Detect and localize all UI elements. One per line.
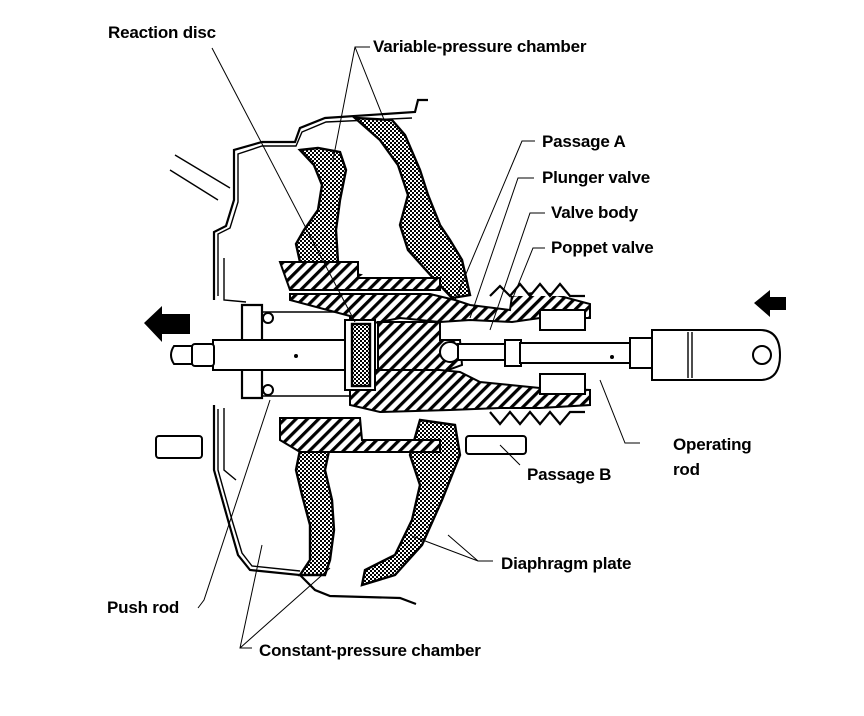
mount-stud-left xyxy=(155,435,203,459)
label-variable-pressure-chamber: Variable-pressure chamber xyxy=(373,37,587,56)
diaphragms xyxy=(294,116,472,587)
label-passage-b: Passage B xyxy=(527,465,611,484)
label-operating-rod-line2: rod xyxy=(673,460,700,479)
label-reaction-disc: Reaction disc xyxy=(108,23,216,42)
output-force-arrow-icon xyxy=(144,306,190,342)
label-valve-body: Valve body xyxy=(551,203,639,222)
plunger-valve xyxy=(439,309,586,395)
reaction-disc xyxy=(344,319,376,391)
label-operating-rod-line1: Operating xyxy=(673,435,752,454)
label-poppet-valve: Poppet valve xyxy=(551,238,653,257)
booster-housing xyxy=(155,98,527,606)
label-constant-pressure-chamber: Constant-pressure chamber xyxy=(259,641,481,660)
label-plunger-valve: Plunger valve xyxy=(542,168,650,187)
label-push-rod: Push rod xyxy=(107,598,179,617)
push-rod xyxy=(170,339,346,371)
leader-lines xyxy=(197,46,640,649)
input-force-arrow-icon xyxy=(754,290,786,317)
operating-rod xyxy=(519,329,782,381)
label-passage-a: Passage A xyxy=(542,132,626,151)
label-diaphragm-plate: Diaphragm plate xyxy=(501,554,631,573)
mount-stud-right xyxy=(465,435,527,455)
